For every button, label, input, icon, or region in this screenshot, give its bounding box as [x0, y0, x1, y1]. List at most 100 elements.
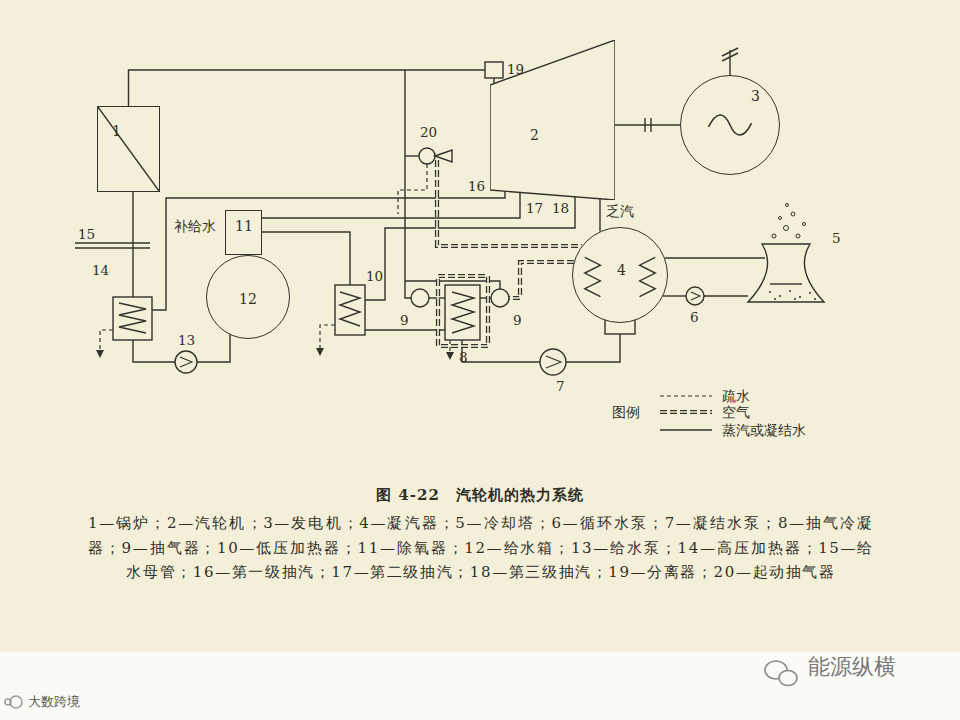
callout-number: 4	[617, 262, 626, 278]
tower-fill	[789, 290, 791, 292]
watermark: 能源纵横	[808, 659, 896, 675]
callout-number: 9	[400, 312, 409, 328]
callout-number: 20	[420, 124, 437, 140]
pipe-connector	[262, 192, 520, 218]
legend-text: 蒸汽或凝结水	[722, 422, 806, 438]
tower-fill	[769, 290, 816, 300]
drain-line	[449, 340, 450, 354]
air-line	[509, 262, 574, 298]
legend-sample	[660, 395, 712, 396]
callout-number: 8	[459, 349, 468, 365]
drain-line	[320, 325, 335, 350]
pipe-connector	[129, 70, 495, 106]
tower-fill	[774, 298, 776, 300]
drain-arrow	[96, 348, 454, 360]
part-name: 补给水	[174, 218, 216, 234]
drain-line	[100, 164, 450, 354]
legend-text: 疏水	[722, 388, 750, 404]
callout-number: 16	[468, 178, 485, 194]
legend-text: 空气	[722, 404, 750, 420]
callout-number: 7	[556, 378, 565, 394]
pipe	[462, 340, 540, 362]
air-line	[438, 276, 488, 346]
air-line	[438, 276, 488, 346]
tower-fill	[814, 298, 816, 300]
callout-number: 13	[178, 332, 195, 348]
steam-plume	[772, 234, 776, 238]
steam-plume	[779, 217, 782, 220]
steam-plume	[796, 234, 800, 238]
equipment	[119, 303, 146, 333]
pipe	[405, 70, 411, 298]
callout-number: 19	[507, 61, 524, 77]
steam-plume	[791, 212, 795, 216]
callout-number: 6	[690, 309, 699, 325]
steam-plume	[803, 223, 806, 226]
pipe	[729, 50, 730, 75]
callout-number: 18	[552, 200, 569, 216]
pipe-connector	[599, 199, 600, 232]
legend-text: 疏水	[722, 388, 750, 404]
separator	[485, 62, 503, 78]
steam-plume	[786, 204, 789, 207]
boiler-box: 1	[97, 106, 160, 192]
callout-number: 20	[420, 124, 437, 140]
callout-number: 2	[530, 127, 539, 143]
condenser-coil	[640, 257, 656, 296]
pipe	[665, 257, 765, 258]
callout-number: 18	[552, 200, 569, 216]
callout-number: 19	[507, 61, 524, 77]
callout-number: 5	[832, 230, 841, 246]
tower-fill	[779, 295, 781, 297]
pipe	[75, 48, 765, 362]
equipment	[340, 292, 360, 326]
callout-number: 8	[459, 349, 468, 365]
drain-line	[398, 164, 427, 214]
callout-number: 10	[366, 268, 383, 284]
legend-sample	[660, 410, 712, 414]
callout-number: 7	[556, 378, 565, 394]
part-name: 乏汽	[606, 203, 634, 219]
equipment	[686, 287, 704, 305]
callout-number: 16	[468, 178, 485, 194]
callout-number: 14	[92, 262, 109, 278]
watermark: 大数跨境	[28, 694, 80, 709]
air-line	[509, 262, 574, 298]
callout-number: 3	[751, 88, 760, 104]
pump-mark	[546, 356, 561, 368]
pipe	[429, 297, 445, 298]
pipe	[132, 192, 133, 297]
equipment	[113, 148, 824, 375]
pipe	[133, 340, 175, 362]
pipe	[722, 53, 738, 61]
callout-number: 10	[366, 268, 383, 284]
equipment	[411, 289, 429, 307]
callout-number: 17	[526, 200, 543, 216]
legend-sample	[660, 429, 712, 430]
pipe	[405, 155, 419, 156]
steam-plume	[772, 204, 806, 239]
deaerator-box: 11	[225, 210, 262, 255]
callout-number: 9	[400, 312, 409, 328]
pipe	[663, 295, 686, 296]
generator-symbol	[681, 76, 779, 174]
condenser-coil	[585, 257, 601, 296]
watermark: 大数跨境	[28, 694, 80, 710]
callout-number: 9	[513, 312, 522, 328]
equipment	[113, 297, 152, 340]
turbine-outline	[490, 40, 615, 200]
callout-number: 13	[178, 332, 195, 348]
equipment	[770, 283, 802, 284]
drain-arrow	[316, 348, 324, 356]
equipment	[445, 285, 480, 340]
legend-heading: 图例	[612, 404, 640, 420]
callout-number: 15	[78, 226, 95, 242]
equipment	[175, 351, 197, 373]
tower-fill	[809, 292, 811, 294]
figure-title: 图 4-22 汽轮机的热力系统	[0, 486, 960, 505]
callout-number: 11	[235, 218, 253, 234]
equipment	[419, 148, 435, 164]
tower-fill	[799, 296, 801, 298]
pump-mark	[180, 357, 192, 367]
